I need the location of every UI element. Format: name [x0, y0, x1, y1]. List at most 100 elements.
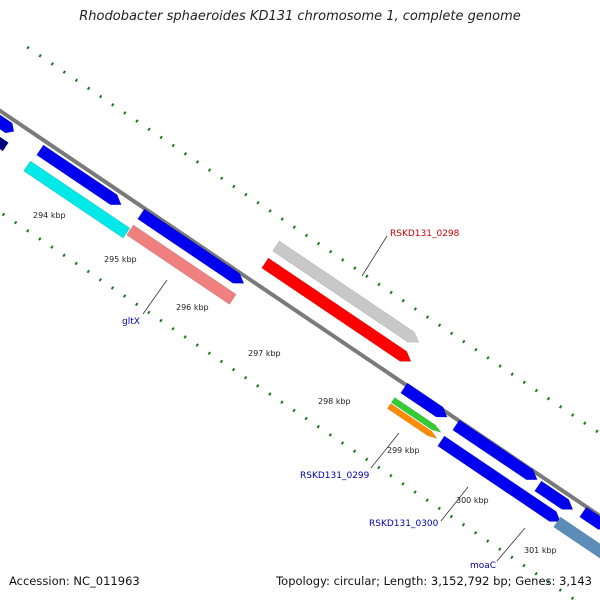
- outer-scale-tick: [462, 339, 466, 344]
- outer-scale-tick: [171, 143, 175, 148]
- outer-scale-tick: [522, 380, 526, 385]
- outer-scale-tick: [449, 331, 454, 336]
- outer-scale-tick: [147, 127, 151, 132]
- outer-scale-tick: [74, 78, 79, 83]
- inner-scale-tick: [110, 286, 115, 290]
- outer-scale-tick: [244, 192, 248, 197]
- inner-scale-tick: [292, 408, 296, 413]
- label-connectors: [142, 235, 526, 562]
- gene-arrow-left-edge[interactable]: [0, 112, 17, 136]
- outer-scale-tick: [474, 347, 478, 352]
- tick-label-300: 300 kbp: [456, 496, 489, 505]
- gene-arrow-moac[interactable]: [553, 516, 600, 559]
- inner-scale-tick: [219, 359, 224, 364]
- gene-arrow-blue-3[interactable]: [400, 382, 451, 422]
- inner-scale-tick: [231, 367, 236, 372]
- outer-scale-tick: [135, 119, 139, 123]
- outer-scale-tick: [595, 429, 599, 434]
- outer-scale-tick: [353, 266, 357, 270]
- outer-scale-tick: [389, 290, 393, 295]
- gene-label-rskd131-0299[interactable]: RSKD131_0299: [300, 471, 370, 481]
- gene-label-rskd131-0300[interactable]: RSKD131_0300: [369, 519, 439, 529]
- inner-scale-tick: [280, 400, 284, 405]
- inner-scale-tick: [62, 253, 66, 258]
- outer-scale-tick: [328, 249, 333, 254]
- inner-scale-tick: [558, 588, 562, 592]
- inner-scale-tick: [26, 228, 30, 233]
- tick-label-295: 295 kbp: [104, 255, 137, 264]
- tick-label-294: 294 kbp: [33, 211, 66, 220]
- inner-scale-tick: [171, 326, 175, 331]
- outer-scale-tick: [316, 241, 321, 246]
- outer-scale-tick: [304, 233, 309, 238]
- outer-scale-tick: [546, 396, 551, 401]
- inner-scale-tick: [207, 351, 211, 356]
- gene-arrow-rskd131-0298[interactable]: [272, 240, 422, 347]
- gene-label-rskd131-0298[interactable]: RSKD131_0298: [390, 229, 460, 239]
- gene-arrow-blue-5[interactable]: [534, 480, 577, 514]
- inner-scale-tick: [122, 294, 127, 298]
- outer-scale-tick: [268, 209, 272, 213]
- gene-arrow-blue-4[interactable]: [452, 419, 541, 485]
- outer-scale-tick: [50, 62, 54, 66]
- inner-scale-tick: [510, 555, 514, 560]
- gene-arrow-blue-1[interactable]: [36, 144, 125, 210]
- inner-scale-tick: [268, 392, 272, 396]
- gene-label-gltx[interactable]: gltX: [122, 317, 140, 327]
- inner-scale-tick: [570, 596, 575, 600]
- outer-scale-tick: [159, 135, 163, 140]
- outer-scale-tick: [280, 217, 284, 221]
- tick-label-299: 299 kbp: [387, 446, 420, 455]
- inner-scale-tick: [183, 335, 187, 339]
- outer-scale-tick: [498, 364, 502, 368]
- gene-arrow-red[interactable]: [261, 257, 415, 366]
- outer-scale-tick: [583, 421, 587, 425]
- inner-scale-tick: [498, 547, 502, 551]
- outer-scale-tick: [401, 298, 405, 303]
- accession-text: Accession: NC_011963: [9, 574, 140, 588]
- inner-scale-tick: [546, 580, 550, 584]
- inner-scale-tick: [74, 261, 78, 266]
- inner-scale-tick: [316, 424, 320, 429]
- inner-scale-tick: [38, 237, 42, 241]
- gene-arrow-gltx[interactable]: [126, 224, 237, 305]
- tick-label-298: 298 kbp: [318, 397, 351, 406]
- scale-ticks: [1, 45, 599, 600]
- gene-arrow-rskd131-0299[interactable]: [386, 403, 438, 441]
- outer-scale-tick: [111, 102, 115, 107]
- outer-scale-tick: [183, 151, 188, 156]
- outer-scale-tick: [292, 225, 296, 230]
- outer-scale-tick: [26, 45, 30, 50]
- inner-scale-tick: [195, 343, 199, 347]
- inner-scale-tick: [389, 473, 393, 478]
- gene-arrow-left-edge-dark[interactable]: [0, 134, 9, 152]
- outer-scale-tick: [98, 94, 103, 99]
- gene-arrow-rskd131-0300[interactable]: [437, 435, 564, 526]
- inner-scale-tick: [340, 441, 345, 445]
- outer-scale-tick: [510, 372, 514, 376]
- gene-label-moac[interactable]: moaC: [470, 561, 496, 571]
- inner-scale-tick: [437, 506, 441, 511]
- outer-scale-tick: [413, 307, 418, 311]
- gene-arrow-blue-6[interactable]: [579, 506, 600, 534]
- outer-scale-tick: [123, 111, 127, 115]
- outer-scale-tick: [256, 200, 260, 205]
- inner-scale-tick: [449, 514, 454, 519]
- inner-scale-tick: [98, 277, 103, 282]
- outer-scale-tick: [377, 282, 381, 287]
- outer-scale-tick: [38, 53, 42, 58]
- tick-label-296: 296 kbp: [176, 303, 209, 312]
- inner-scale-tick: [135, 302, 139, 307]
- gene-arrow-cyan[interactable]: [23, 160, 131, 239]
- inner-scale-tick: [413, 490, 417, 494]
- genome-summary-text: Topology: circular; Length: 3,152,792 bp…: [276, 574, 592, 588]
- gene-arrow-green[interactable]: [390, 397, 442, 435]
- inner-scale-tick: [364, 457, 369, 462]
- gene-arrow-blue-2[interactable]: [137, 208, 248, 288]
- gene-features: [0, 112, 600, 559]
- inner-scale-tick: [401, 482, 405, 486]
- tick-label-297: 297 kbp: [248, 349, 281, 358]
- inner-scale-tick: [304, 416, 308, 421]
